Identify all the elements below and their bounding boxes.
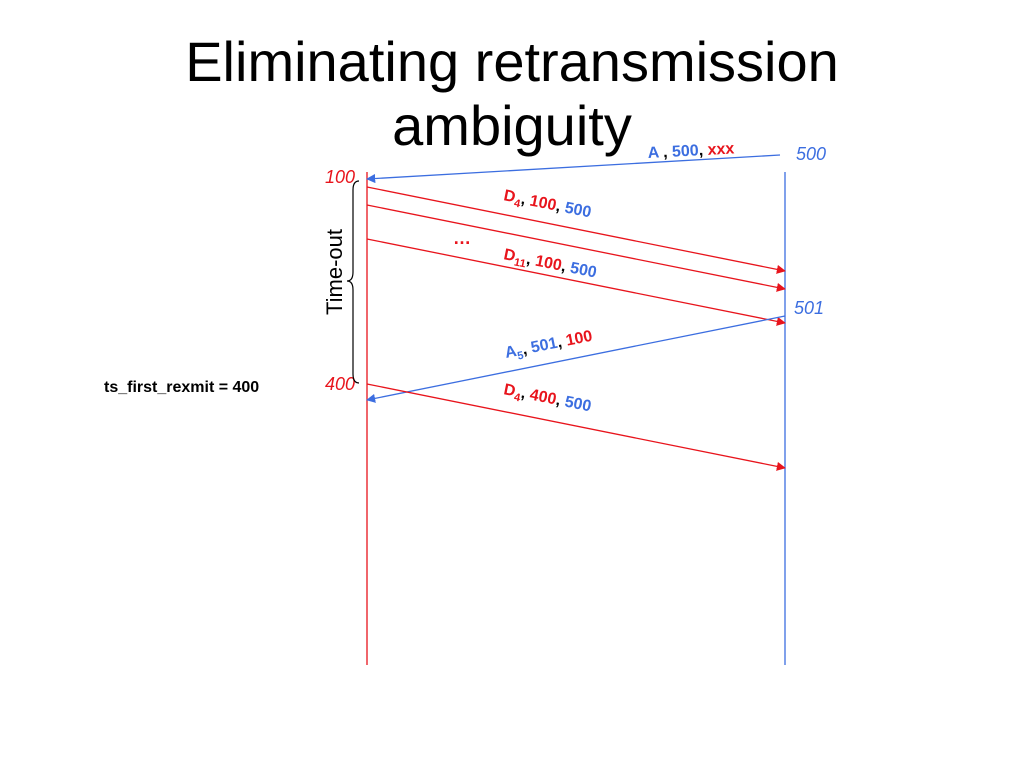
d1-sub: 4 [513,197,522,210]
ack2-sub: 5 [516,350,524,363]
title-line-1: Eliminating retransmission [185,30,839,93]
d1-value-2: 500 [563,200,593,222]
data-100-arrow-3 [366,238,786,326]
ts-first-rexmit-label: ts_first_rexmit = 400 [104,379,259,396]
data-label-1: D4, 100, 500 [502,187,593,224]
d2-letter: D [502,246,517,265]
d2-value-1: 100 [534,253,564,275]
d2-sub: 11 [513,256,527,270]
ack-501-arrow [366,315,786,403]
d1-value-1: 100 [528,193,558,215]
data-label-3: D4, 400, 500 [502,381,593,418]
ack1-letter: A [647,144,660,162]
d3-value-1: 400 [528,387,558,409]
ack1-value-1: 500 [672,142,700,160]
ack1-sep2: , [698,142,708,159]
ack2-sep2: , [556,333,568,351]
ack2-sep1: , [521,340,533,358]
d3-sub: 4 [513,391,522,404]
time-label-501: 501 [794,298,824,318]
d2-sep1: , [525,251,537,269]
d3-letter: D [502,381,517,400]
ack2-value-2: 100 [564,328,594,350]
svg-text:A5, 501, 100: A5, 501, 100 [503,328,594,365]
d3-sep2: , [554,392,566,410]
d1-letter: D [502,187,517,206]
data-100-arrow-1 [366,186,786,274]
data-label-2: D11, 100, 500 [502,246,599,284]
timeout-brace [346,180,360,384]
ack2-letter: A [503,343,518,362]
svg-text:A , 500, xxx: A , 500, xxx [647,140,734,162]
ack-500-arrow [366,154,781,184]
slide-title: Eliminating retransmission ambiguity [0,30,1024,158]
data-100-arrow-2 [366,204,786,292]
svg-text:D11, 100, 500: D11, 100, 500 [502,246,599,284]
ellipsis: … [453,228,471,248]
time-label-100: 100 [325,167,355,187]
ack2-value-1: 501 [529,335,559,357]
ack-label-1: A , 500, xxx [647,140,734,162]
ack-label-2: A5, 501, 100 [503,328,594,365]
ack1-sep1: , [658,144,672,162]
data-400-arrow [366,383,786,471]
time-label-500: 500 [796,144,826,164]
d1-sep2: , [554,198,566,216]
time-label-400: 400 [325,374,355,394]
title-line-2: ambiguity [392,94,632,157]
svg-text:D4, 100, 500: D4, 100, 500 [502,187,593,224]
d3-value-2: 500 [563,394,593,416]
d2-sep2: , [560,258,572,276]
timeout-label: Time-out [322,229,347,315]
ack1-value-2: xxx [707,140,735,158]
d1-sep1: , [520,191,532,209]
d2-value-2: 500 [569,260,599,282]
d3-sep1: , [520,385,532,403]
svg-text:D4, 400, 500: D4, 400, 500 [502,381,593,418]
